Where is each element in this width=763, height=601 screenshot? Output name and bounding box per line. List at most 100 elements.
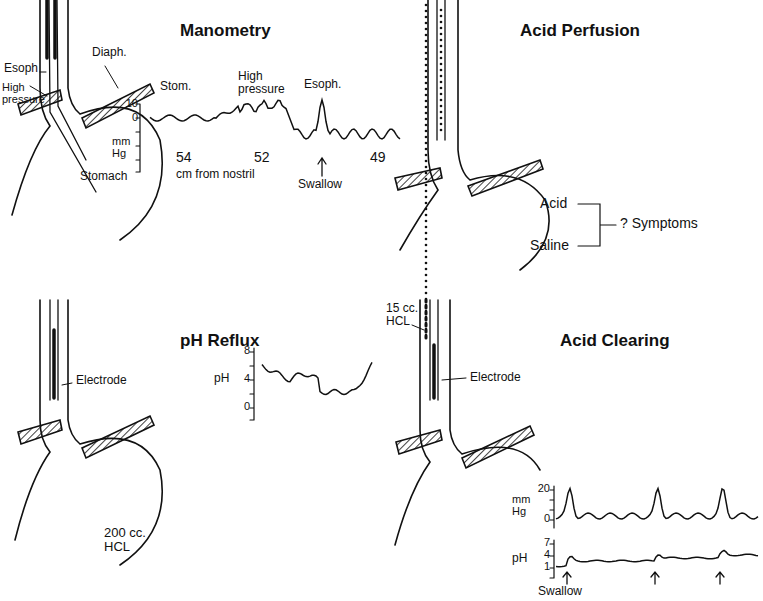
axis-value: 0 xyxy=(530,513,550,525)
perfusion-dot xyxy=(425,160,428,163)
perfusion-dot xyxy=(425,34,428,37)
axis-unit: pH xyxy=(214,372,234,385)
perfusion-dot xyxy=(425,166,428,169)
perfusion-dot xyxy=(425,4,428,7)
perfusion-dot xyxy=(425,256,428,259)
perfusion-dot xyxy=(425,280,428,283)
axis-caption: cm from nostril xyxy=(176,168,286,181)
part-label: Electrode xyxy=(76,374,146,387)
perfusion-dot xyxy=(440,99,443,102)
perfusion-dot xyxy=(425,250,428,253)
perfusion-dot xyxy=(440,117,443,120)
perfusion-dot xyxy=(425,22,428,25)
perfusion-dot xyxy=(440,45,443,48)
position-value: 54 xyxy=(176,150,206,165)
perfusion-dot xyxy=(425,214,428,217)
perfusion-dot xyxy=(425,334,428,337)
perfusion-dot xyxy=(425,232,428,235)
perfusion-dot xyxy=(425,64,428,67)
perfusion-dot xyxy=(425,118,428,121)
perfusion-dot xyxy=(440,57,443,60)
axis-unit: pH xyxy=(512,552,532,565)
perfusion-dot xyxy=(425,112,428,115)
perfusion-dot xyxy=(425,70,428,73)
perfusion-dot xyxy=(425,262,428,265)
perfusion-dot xyxy=(425,172,428,175)
perfusion-dot xyxy=(425,40,428,43)
perfusion-dot xyxy=(425,316,428,319)
perfusion-dot xyxy=(440,63,443,66)
perfusion-dot xyxy=(425,202,428,205)
perfusion-dot xyxy=(425,268,428,271)
perfusion-dot xyxy=(440,105,443,108)
panel-title: Manometry xyxy=(180,22,320,40)
recording-trace xyxy=(150,100,400,139)
part-label: High pressure xyxy=(2,82,62,105)
recording-trace xyxy=(556,550,758,567)
perfusion-dot xyxy=(425,10,428,13)
perfusion-dot xyxy=(440,15,443,18)
perfusion-dot xyxy=(425,244,428,247)
perfusion-dot xyxy=(440,51,443,54)
perfusion-dot xyxy=(425,322,428,325)
position-value: 52 xyxy=(254,150,284,165)
position-value: 49 xyxy=(370,150,400,165)
part-label: Esoph xyxy=(4,62,44,75)
perfusion-dot xyxy=(425,178,428,181)
perfusion-dot xyxy=(440,75,443,78)
perfusion-dot xyxy=(425,196,428,199)
dose-label: 200 cc. HCL xyxy=(104,526,154,553)
perfusion-dot xyxy=(440,123,443,126)
axis-value: 20 xyxy=(530,483,550,495)
perfusion-dot xyxy=(425,28,428,31)
perfusion-dot xyxy=(425,82,428,85)
perfusion-dot xyxy=(440,21,443,24)
perfusion-dot xyxy=(425,94,428,97)
perfusion-dot xyxy=(425,292,428,295)
perfusion-dot xyxy=(425,16,428,19)
perfusion-dot xyxy=(440,93,443,96)
axis-value: 0 xyxy=(232,401,250,413)
perfusion-dot xyxy=(425,136,428,139)
perfusion-dot xyxy=(440,111,443,114)
axis-value: 1 xyxy=(532,561,550,573)
axis-value: 8 xyxy=(232,345,250,357)
perfusion-dot xyxy=(425,154,428,157)
perfusion-dot xyxy=(425,310,428,313)
perfusion-dot xyxy=(425,148,428,151)
trace-label: High pressure xyxy=(238,70,298,95)
perfusion-dot xyxy=(425,226,428,229)
recording-trace xyxy=(556,489,758,519)
perfusion-dot xyxy=(425,88,428,91)
perfusion-dot xyxy=(425,52,428,55)
perfusion-dot xyxy=(425,106,428,109)
perfusion-dot xyxy=(425,304,428,307)
event-label: Swallow xyxy=(538,585,598,598)
panel-title: Acid Clearing xyxy=(560,332,710,350)
part-label: Electrode xyxy=(470,371,540,384)
perfusion-dot xyxy=(425,100,428,103)
part-label: Stomach xyxy=(80,170,150,183)
perfusion-dot xyxy=(425,142,428,145)
perfusion-dot xyxy=(440,87,443,90)
perfusate-label: Acid xyxy=(540,196,580,211)
perfusion-dot xyxy=(425,286,428,289)
axis-value: 7 xyxy=(532,537,550,549)
perfusion-dot xyxy=(440,129,443,132)
perfusion-dot xyxy=(425,238,428,241)
event-label: Swallow xyxy=(298,178,358,191)
trace-label: Esoph. xyxy=(304,78,354,91)
perfusate-label: Saline xyxy=(530,238,580,253)
perfusion-dot xyxy=(425,76,428,79)
perfusion-dot xyxy=(425,124,428,127)
perfusion-dot xyxy=(425,130,428,133)
panel-title: Acid Perfusion xyxy=(520,22,670,40)
perfusion-dot xyxy=(425,328,428,331)
axis-value: 0 xyxy=(118,112,138,124)
dose-label: 15 cc. HCL xyxy=(386,302,426,327)
perfusion-dot xyxy=(425,190,428,193)
perfusion-dot xyxy=(425,184,428,187)
axis-value: 4 xyxy=(232,373,250,385)
perfusion-dot xyxy=(425,274,428,277)
